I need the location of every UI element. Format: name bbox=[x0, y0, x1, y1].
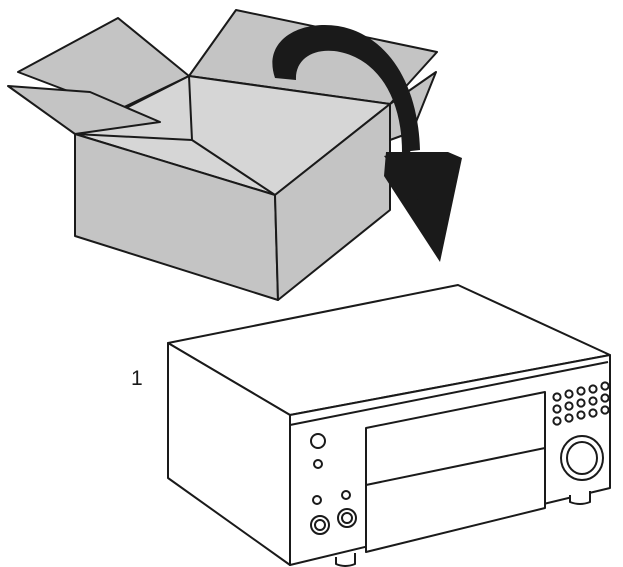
arrow-head-notch bbox=[384, 150, 418, 200]
button-grid bbox=[552, 381, 610, 426]
small-indicator bbox=[313, 459, 323, 469]
av-receiver-icon bbox=[167, 284, 611, 567]
box-front-left-flap bbox=[7, 85, 161, 135]
unit-front-bezel bbox=[289, 361, 609, 426]
box-right-wall bbox=[274, 103, 391, 301]
foot-front-right bbox=[569, 491, 591, 505]
box-inside-crease bbox=[74, 133, 193, 141]
volume-knob-inner bbox=[566, 441, 598, 475]
small-jack-right bbox=[341, 490, 351, 500]
foot-front-left bbox=[335, 553, 356, 567]
unit-display-divider bbox=[365, 447, 546, 486]
open-cardboard-box-icon bbox=[7, 9, 438, 301]
unit-display-window bbox=[365, 391, 546, 553]
knob-left-inner bbox=[314, 519, 326, 531]
power-button bbox=[310, 433, 326, 449]
small-jack-left bbox=[312, 495, 322, 505]
callout-label-1: 1 bbox=[131, 367, 143, 390]
knob-right-inner bbox=[341, 512, 353, 524]
curved-arrow-icon bbox=[272, 24, 462, 262]
arrow-shaft bbox=[272, 24, 420, 152]
